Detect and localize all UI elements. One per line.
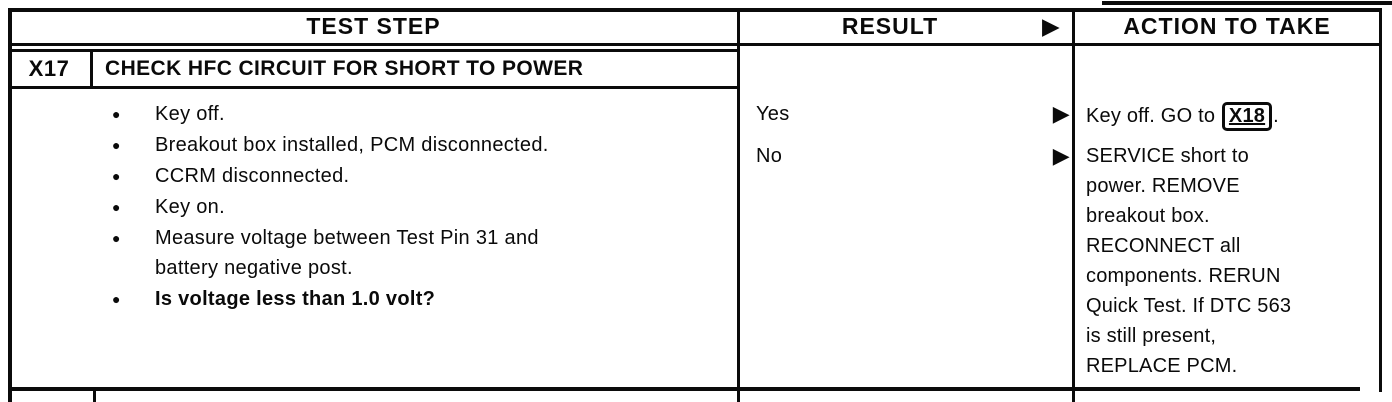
step-ref-box: X18 — [1221, 102, 1273, 131]
action-yes-prefix: Key off. GO to — [1086, 105, 1221, 127]
bullet-item: ● Key off. — [112, 99, 724, 129]
test-step-bullet-list: ● Key off. ● Breakout box installed, PCM… — [112, 99, 724, 315]
bullet-item: ● Key on. — [112, 192, 724, 222]
bullet-icon: ● — [112, 230, 121, 246]
step-title-cell: CHECK HFC CIRCUIT FOR SHORT TO POWER — [105, 52, 735, 86]
header-cell-result: RESULT — [740, 11, 1040, 42]
step-id-divider — [90, 49, 93, 89]
result-header-arrow-icon: ▶ — [1042, 13, 1060, 39]
action-yes-text: Key off. GO to X18. — [1086, 101, 1382, 131]
result-row-no: No ▶ — [756, 144, 1070, 168]
bullet-item: ● Breakout box installed, PCM disconnect… — [112, 130, 724, 160]
table-border-top — [8, 8, 1382, 12]
bullet-item: ● CCRM disconnected. — [112, 161, 724, 191]
bullet-text: CCRM disconnected. — [155, 165, 350, 187]
bullet-icon: ● — [112, 137, 121, 153]
header-label-action: ACTION TO TAKE — [1123, 13, 1331, 39]
bullet-text: Measure voltage between Test Pin 31 and … — [155, 227, 539, 279]
bullet-icon: ● — [112, 168, 121, 184]
result-label-yes: Yes — [756, 103, 790, 125]
bullet-text: Key on. — [155, 196, 225, 218]
result-arrow-icon: ▶ — [1052, 143, 1070, 168]
next-row-divider-tick — [93, 391, 96, 402]
header-cell-action: ACTION TO TAKE — [1075, 11, 1379, 42]
header-label-test-step: TEST STEP — [306, 13, 441, 39]
bullet-icon: ● — [112, 106, 121, 122]
result-label-no: No — [756, 145, 783, 167]
result-arrow-icon: ▶ — [1052, 101, 1070, 126]
bullet-item: ● Measure voltage between Test Pin 31 an… — [112, 223, 724, 283]
bullet-text: Is voltage less than 1.0 volt? — [155, 288, 436, 310]
header-label-result: RESULT — [841, 13, 939, 39]
step-title-label: CHECK HFC CIRCUIT FOR SHORT TO POWER — [105, 57, 584, 80]
step-id-label: X17 — [28, 56, 70, 81]
result-row-yes: Yes ▶ — [756, 102, 1070, 126]
step-title-box-top-rule — [8, 49, 739, 52]
scan-artifact-top-line — [1102, 1, 1392, 5]
column-divider-result — [737, 8, 740, 402]
bullet-text: Key off. — [155, 103, 225, 125]
step-title-box-bottom-rule — [8, 86, 739, 89]
bullet-icon: ● — [112, 291, 121, 307]
bullet-item-question: ● Is voltage less than 1.0 volt? — [112, 284, 724, 314]
table-border-right — [1379, 8, 1382, 392]
bullet-text: Breakout box installed, PCM disconnected… — [155, 134, 549, 156]
column-divider-action — [1072, 8, 1075, 402]
action-yes-suffix: . — [1273, 105, 1279, 127]
table-border-bottom — [8, 387, 1360, 391]
header-bottom-rule — [8, 43, 1382, 46]
header-cell-test-step: TEST STEP — [8, 11, 739, 42]
bullet-icon: ● — [112, 199, 121, 215]
table-border-left — [8, 8, 12, 402]
action-no-text: SERVICE short to power. REMOVE breakout … — [1086, 145, 1292, 377]
step-id-cell: X17 — [8, 52, 90, 86]
